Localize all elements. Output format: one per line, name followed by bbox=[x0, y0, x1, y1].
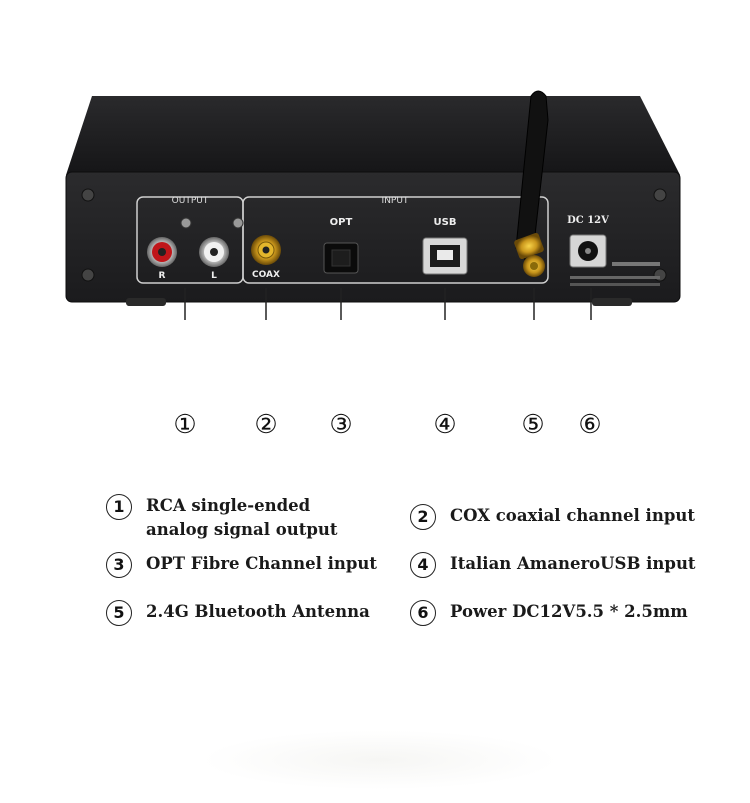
background-glow bbox=[200, 730, 560, 790]
legend-text-4: Italian AmaneroUSB input bbox=[450, 554, 696, 573]
legend-text-6: Power DC12V5.5 * 2.5mm bbox=[450, 602, 688, 621]
coax-label: COAX bbox=[252, 270, 280, 280]
legend-text-2: COX coaxial channel input bbox=[450, 506, 695, 525]
legend-item-2: 2 COX coaxial channel input bbox=[410, 504, 710, 530]
legend-item-1: 1 RCA single-ended analog signal output bbox=[106, 494, 376, 542]
callout-5: ⑤ bbox=[521, 410, 545, 440]
legend-item-3: 3 OPT Fibre Channel input bbox=[106, 552, 396, 578]
callout-3: ③ bbox=[329, 410, 353, 440]
dc-label: DC 12V bbox=[567, 215, 609, 226]
legend-text-3: OPT Fibre Channel input bbox=[146, 554, 377, 573]
legend-item-5: 5 2.4G Bluetooth Antenna bbox=[106, 600, 396, 626]
legend-num-2: 2 bbox=[410, 504, 436, 530]
bluetooth-antenna-icon bbox=[514, 90, 549, 277]
callout-1: ① bbox=[173, 410, 197, 440]
legend-item-4: 4 Italian AmaneroUSB input bbox=[410, 552, 710, 578]
legend-text-5: 2.4G Bluetooth Antenna bbox=[146, 602, 370, 621]
output-label: OUTPUT bbox=[172, 196, 209, 206]
legend-num-6: 6 bbox=[410, 600, 436, 626]
device-photo: OUTPUT INPUT R L COAX OPT USB bbox=[0, 0, 750, 320]
dac-back-panel: OUTPUT INPUT R L COAX OPT USB bbox=[65, 90, 681, 320]
legend-item-6: 6 Power DC12V5.5 * 2.5mm bbox=[410, 600, 710, 626]
legend-num-3: 3 bbox=[106, 552, 132, 578]
callout-2: ② bbox=[254, 410, 278, 440]
callout-lines bbox=[184, 288, 592, 320]
rca-l-label: L bbox=[211, 271, 217, 281]
legend-num-4: 4 bbox=[410, 552, 436, 578]
callout-6: ⑥ bbox=[578, 410, 602, 440]
opt-label: OPT bbox=[330, 217, 353, 228]
usb-label: USB bbox=[434, 217, 457, 228]
callout-4: ④ bbox=[433, 410, 457, 440]
screw-icon bbox=[81, 188, 95, 202]
screw-icon bbox=[653, 188, 667, 202]
screw-icon bbox=[653, 268, 667, 282]
input-label: INPUT bbox=[382, 196, 409, 206]
dc-power-jack-icon bbox=[569, 234, 607, 268]
legend-num-5: 5 bbox=[106, 600, 132, 626]
rca-r-label: R bbox=[159, 271, 166, 281]
legend-text-1: RCA single-ended analog signal output bbox=[146, 496, 338, 539]
screw-icon bbox=[81, 268, 95, 282]
legend-num-1: 1 bbox=[106, 494, 132, 520]
